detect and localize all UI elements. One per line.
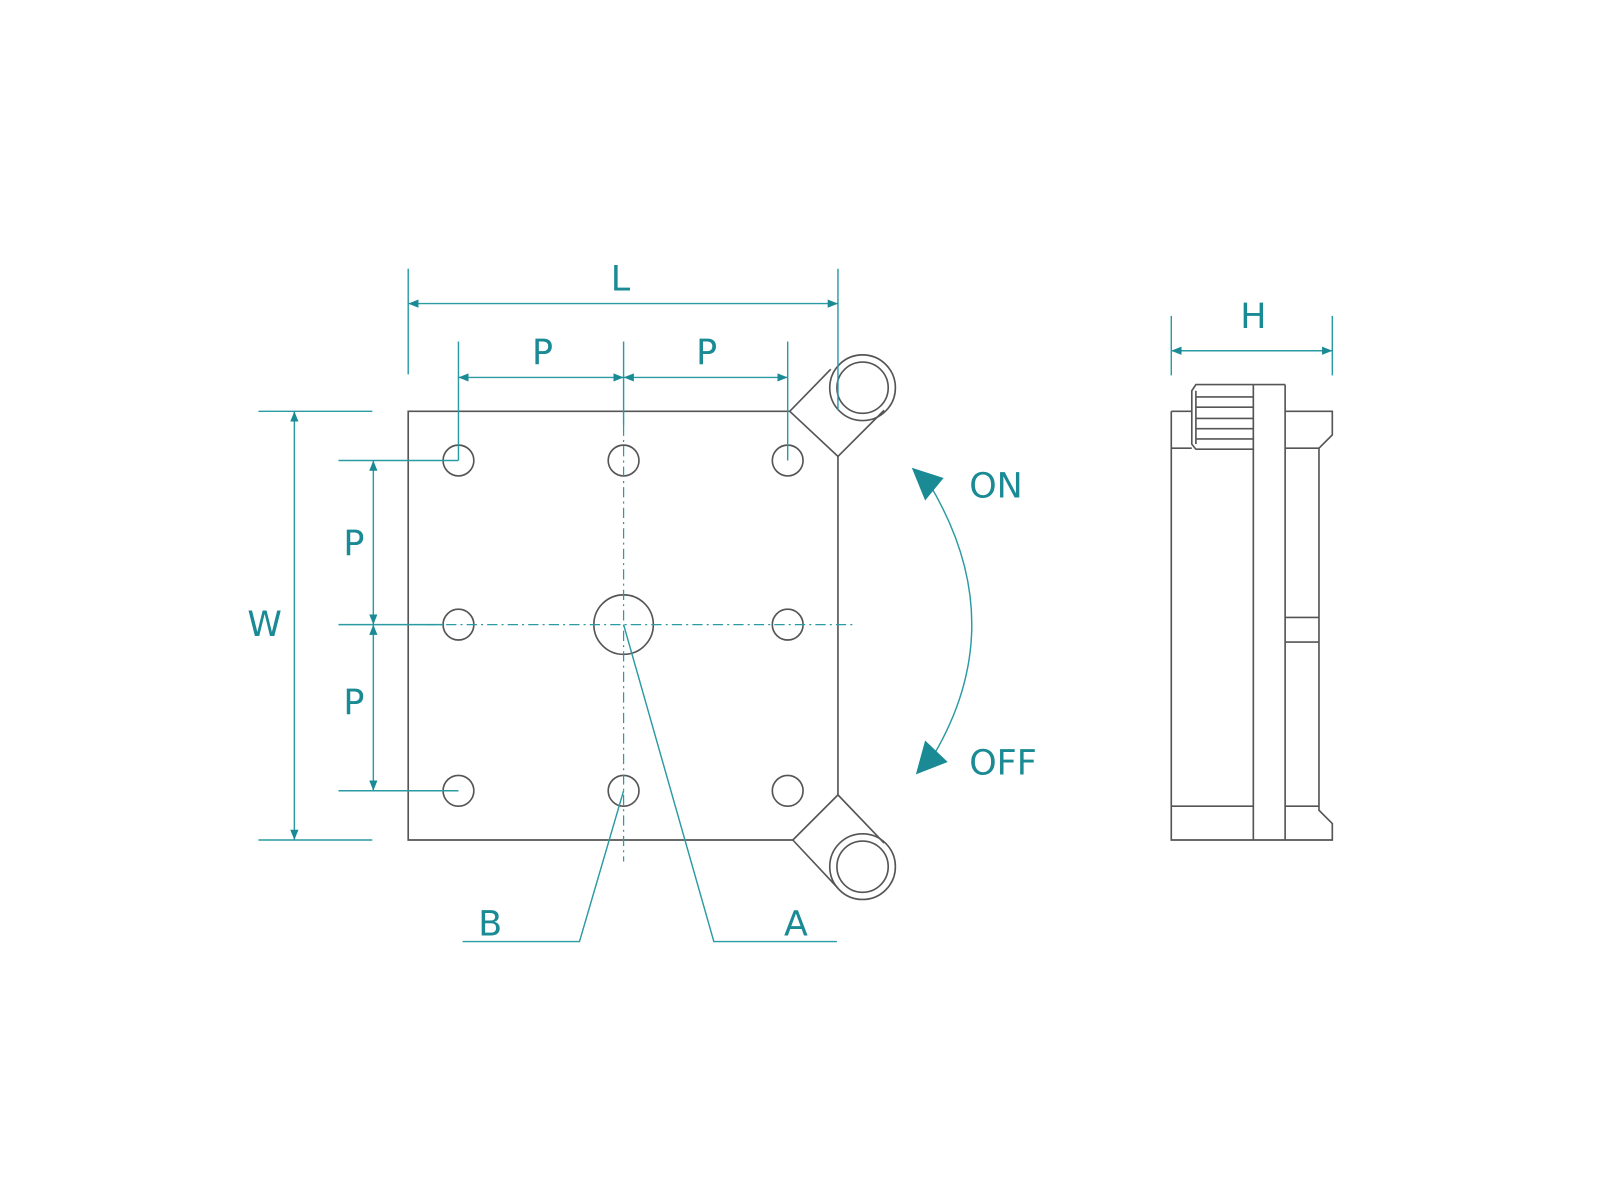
on-label: ON <box>969 466 1023 506</box>
length-label: L <box>611 259 631 299</box>
off-label: OFF <box>969 743 1037 783</box>
pitch-label-y1: P <box>343 524 364 564</box>
width-label: W <box>247 605 281 645</box>
mount-hole-leader <box>462 790 625 943</box>
on-arrow-icon <box>911 467 944 501</box>
side-view <box>1170 383 1334 841</box>
mount-hole-label: B <box>478 904 502 944</box>
height-label: H <box>1240 297 1266 337</box>
dimensions: L P P W P P B A ON OFF H <box>247 259 1334 944</box>
knurled-knob <box>1171 383 1254 451</box>
center-hole-label: A <box>784 904 808 944</box>
rotation-arc <box>927 481 973 765</box>
clamp-lever-top <box>789 354 897 457</box>
off-arrow-icon <box>915 740 948 775</box>
pitch-label-y2: P <box>343 683 364 723</box>
top-view <box>407 354 897 901</box>
pitch-label-x2: P <box>696 333 717 373</box>
center-hole-leader <box>622 624 837 943</box>
clamp-lever-bottom <box>792 794 897 901</box>
pitch-label-x1: P <box>532 333 553 373</box>
